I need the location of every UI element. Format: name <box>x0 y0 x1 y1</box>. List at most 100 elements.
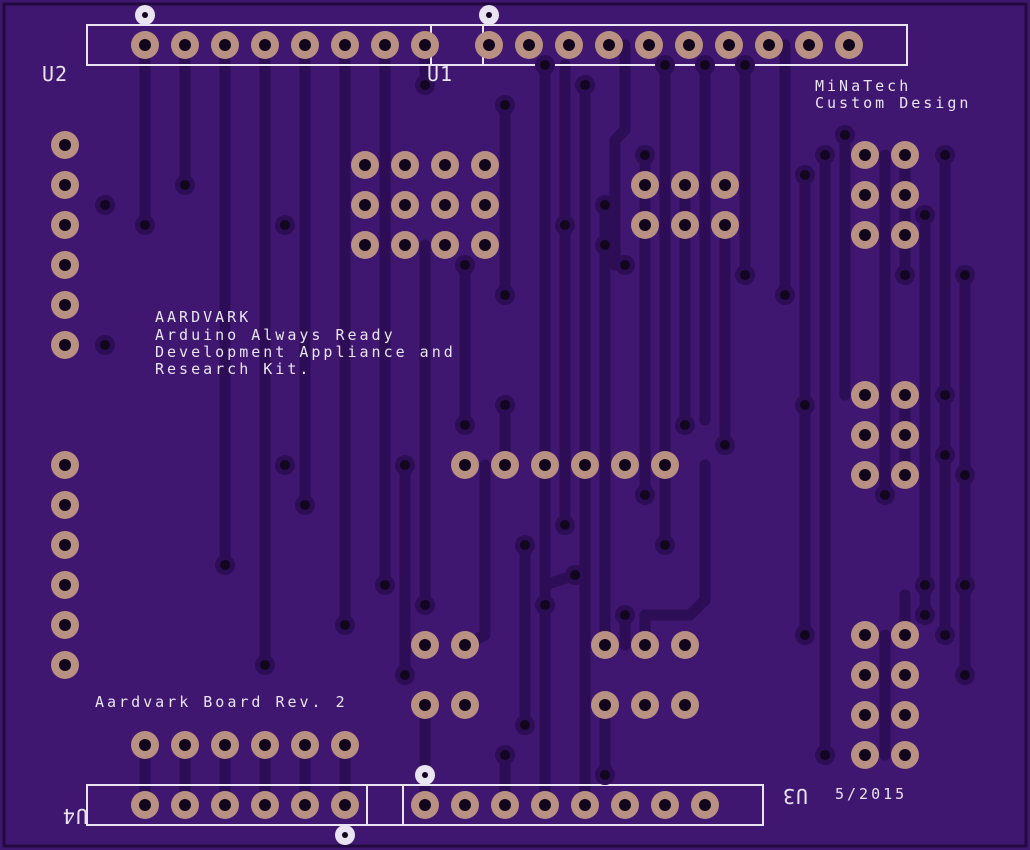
u2-pad-3-hole <box>219 39 231 51</box>
via-25-hole <box>900 270 910 280</box>
via-45-hole <box>400 460 410 470</box>
aux-row-pad-2-hole <box>179 739 191 751</box>
via-20-hole <box>800 170 810 180</box>
u2-pad-7-hole <box>379 39 391 51</box>
via-16-hole <box>700 60 710 70</box>
u4-pad-1-hole <box>139 799 151 811</box>
left-header-a-pad-3-hole <box>59 219 71 231</box>
u2-label: U2 <box>42 62 68 86</box>
center-row-pad-1-hole <box>459 459 471 471</box>
company-line1: MiNaTech <box>815 77 911 95</box>
grid-r3-pad-4-hole <box>479 239 491 251</box>
u1-pad-1-hole <box>483 39 495 51</box>
via-39-hole <box>640 150 650 160</box>
right-a-r1-pad-2-hole <box>899 149 911 161</box>
left-header-a-pad-2-hole <box>59 179 71 191</box>
right-c-r1-pad-2-hole <box>899 629 911 641</box>
lower-c-pad-3-hole <box>679 639 691 651</box>
lower-d-pad-2-hole <box>639 699 651 711</box>
via-55-hole <box>420 600 430 610</box>
via-28-hole <box>940 450 950 460</box>
through-hole-pads <box>51 31 919 819</box>
u4-pad-5-hole <box>299 799 311 811</box>
grid-r1-pad-1-hole <box>359 159 371 171</box>
right-c-r3-pad-1-hole <box>859 709 871 721</box>
via-13-hole <box>600 200 610 210</box>
grid-r1-pad-2-hole <box>399 159 411 171</box>
u3-pad-3-hole <box>499 799 511 811</box>
via-49-hole <box>560 520 570 530</box>
via-24-hole <box>920 210 930 220</box>
left-header-b-pad-4-hole <box>59 579 71 591</box>
u3-pad-4-hole <box>539 799 551 811</box>
aux-row-pad-6-hole <box>339 739 351 751</box>
u3-pad-2-hole <box>459 799 471 811</box>
via-22-hole <box>840 130 850 140</box>
center-row-pad-3-hole <box>539 459 551 471</box>
u3-header-outline <box>366 784 764 826</box>
u4-pin1-marker-dot <box>342 832 348 838</box>
via-57-hole <box>520 720 530 730</box>
via-61-hole <box>280 460 290 470</box>
via-8-hole <box>420 80 430 90</box>
via-14-hole <box>620 260 630 270</box>
via-48-hole <box>640 490 650 500</box>
u4-pad-2-hole <box>179 799 191 811</box>
via-21-hole <box>820 150 830 160</box>
right-c-r2-pad-1-hole <box>859 669 871 681</box>
title-line4: Research Kit. <box>155 360 311 378</box>
u3-pad-5-hole <box>579 799 591 811</box>
via-18-hole <box>740 270 750 280</box>
grid-r1-pad-4-hole <box>479 159 491 171</box>
lower-b-pad-1-hole <box>419 699 431 711</box>
lower-c-pad-2-hole <box>639 639 651 651</box>
left-header-b-pad-5-hole <box>59 619 71 631</box>
lower-a-pad-1-hole <box>419 639 431 651</box>
right-a-r1-pad-1-hole <box>859 149 871 161</box>
right-c-r4-pad-2-hole <box>899 749 911 761</box>
via-56-hole <box>400 670 410 680</box>
mid-a-pad-3-hole <box>719 179 731 191</box>
via-29-hole <box>960 470 970 480</box>
pin1-markers <box>135 5 499 845</box>
copper-traces <box>139 39 971 811</box>
via-11-hole <box>500 100 510 110</box>
via-52-hole <box>570 570 580 580</box>
grid-r1-pad-3-hole <box>439 159 451 171</box>
mid-a-pad-2-hole <box>679 179 691 191</box>
u2-pad-4-hole <box>259 39 271 51</box>
u1-pad-8-hole <box>763 39 775 51</box>
via-15-hole <box>660 60 670 70</box>
mid-b-pad-1-hole <box>639 219 651 231</box>
via-59-hole <box>600 770 610 780</box>
via-41-hole <box>460 260 470 270</box>
via-62-hole <box>100 200 110 210</box>
u3-pad-6-hole <box>619 799 631 811</box>
u1-label: U1 <box>427 62 453 86</box>
via-5-hole <box>300 500 310 510</box>
via-27-hole <box>940 390 950 400</box>
via-53-hole <box>540 600 550 610</box>
left-header-b-pad-1-hole <box>59 459 71 471</box>
aux-row-pad-3-hole <box>219 739 231 751</box>
right-a-r2-pad-2-hole <box>899 189 911 201</box>
via-51-hole <box>660 540 670 550</box>
grid-r2-pad-2-hole <box>399 199 411 211</box>
via-36-hole <box>800 400 810 410</box>
left-header-a-pad-4-hole <box>59 259 71 271</box>
via-19-hole <box>780 290 790 300</box>
right-b-r2-pad-1-hole <box>859 429 871 441</box>
aux-row-pad-5-hole <box>299 739 311 751</box>
via-44-hole <box>500 400 510 410</box>
via-2-hole <box>180 180 190 190</box>
u3-pin1-marker-dot <box>422 772 428 778</box>
center-row-pad-2-hole <box>499 459 511 471</box>
grid-r2-pad-1-hole <box>359 199 371 211</box>
right-a-r2-pad-1-hole <box>859 189 871 201</box>
via-4-hole <box>260 660 270 670</box>
u1-pad-10-hole <box>843 39 855 51</box>
via-33-hole <box>940 630 950 640</box>
via-7-hole <box>380 580 390 590</box>
u4-pad-6-hole <box>339 799 351 811</box>
